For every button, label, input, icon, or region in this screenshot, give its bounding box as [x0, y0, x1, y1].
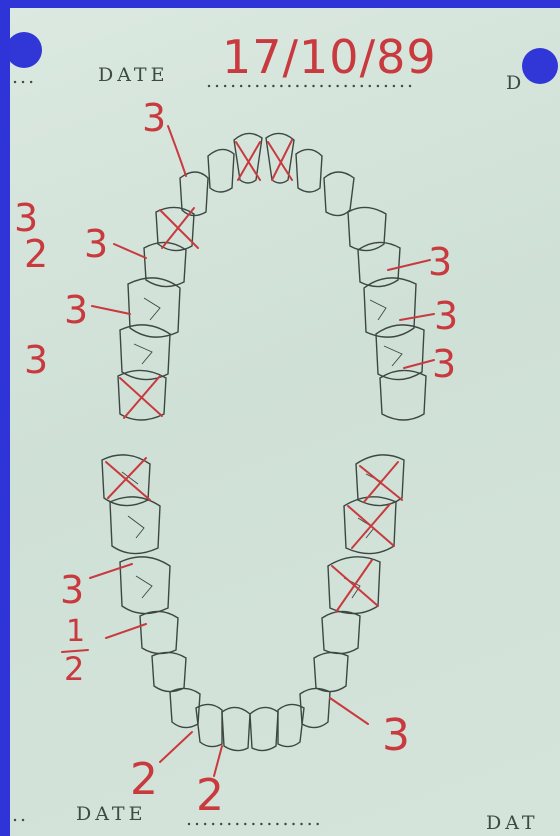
tooth-lower-premolar-r1 — [322, 611, 360, 653]
annotation-lower-left-fraction-num: 1 — [66, 614, 85, 649]
annotation-upper-left-low: 3 — [64, 288, 88, 332]
annotation-edge-2: 2 — [24, 232, 48, 276]
tooth-upper-incisor-l2 — [208, 149, 234, 192]
tooth-upper-canine-r — [324, 172, 354, 216]
cross-lower-molar-r2 — [348, 504, 394, 548]
annotation-upper-right-3: 3 — [432, 342, 456, 386]
leader-ul-top — [168, 126, 186, 176]
leader-ll-2 — [106, 624, 146, 638]
tooth-upper-molar-l1 — [128, 278, 180, 337]
leader-ul-low — [92, 306, 130, 314]
dental-chart-card: ... DATE .......................... D 17… — [10, 8, 560, 836]
annotation-edge-3: 3 — [24, 338, 48, 382]
annotation-lower-left-fraction-den: 2 — [64, 650, 84, 688]
leader-ur-3 — [404, 360, 434, 368]
tooth-lower-premolar-r2 — [314, 652, 348, 691]
cross-upper-molar-l3 — [120, 376, 162, 418]
ink-marks — [62, 126, 434, 776]
tooth-lower-premolar-l1 — [140, 611, 178, 653]
leader-lf-1 — [160, 732, 192, 762]
tooth-lower-incisor-r1 — [250, 707, 278, 750]
tooth-upper-premolar-r1 — [348, 207, 386, 250]
cross-lower-molar-r1 — [332, 560, 378, 612]
annotation-upper-right-2: 3 — [434, 294, 458, 338]
tooth-upper-incisor-r2 — [296, 149, 322, 192]
annotation-lower-front-2: 2 — [196, 770, 224, 821]
tooth-lower-premolar-l2 — [152, 652, 186, 691]
leader-lr — [330, 698, 368, 724]
tooth-lower-incisor-l2 — [196, 704, 222, 746]
leader-ul-mid — [114, 244, 146, 258]
tooth-lower-incisor-l1 — [222, 707, 250, 750]
leader-ur-1 — [388, 260, 430, 270]
leader-ll-1 — [90, 564, 132, 578]
cross-lower-molar-l3 — [106, 458, 150, 500]
leader-ur-2 — [400, 314, 434, 320]
tooth-chart — [10, 8, 560, 836]
cross-upper-premolar-l1 — [160, 208, 198, 248]
tooth-upper-molar-r1 — [364, 278, 416, 337]
annotation-upper-left-top: 3 — [142, 96, 166, 140]
annotation-lower-front-1: 2 — [130, 754, 158, 805]
upper-arch — [118, 133, 426, 420]
cross-lower-molar-r3 — [360, 462, 402, 502]
annotation-lower-right: 3 — [382, 710, 410, 761]
annotation-upper-left-mid: 3 — [84, 222, 108, 266]
annotation-upper-right-1: 3 — [428, 240, 452, 284]
annotation-lower-left-1: 3 — [60, 568, 84, 612]
lower-arch — [102, 455, 404, 751]
tooth-lower-incisor-r2 — [278, 704, 304, 746]
